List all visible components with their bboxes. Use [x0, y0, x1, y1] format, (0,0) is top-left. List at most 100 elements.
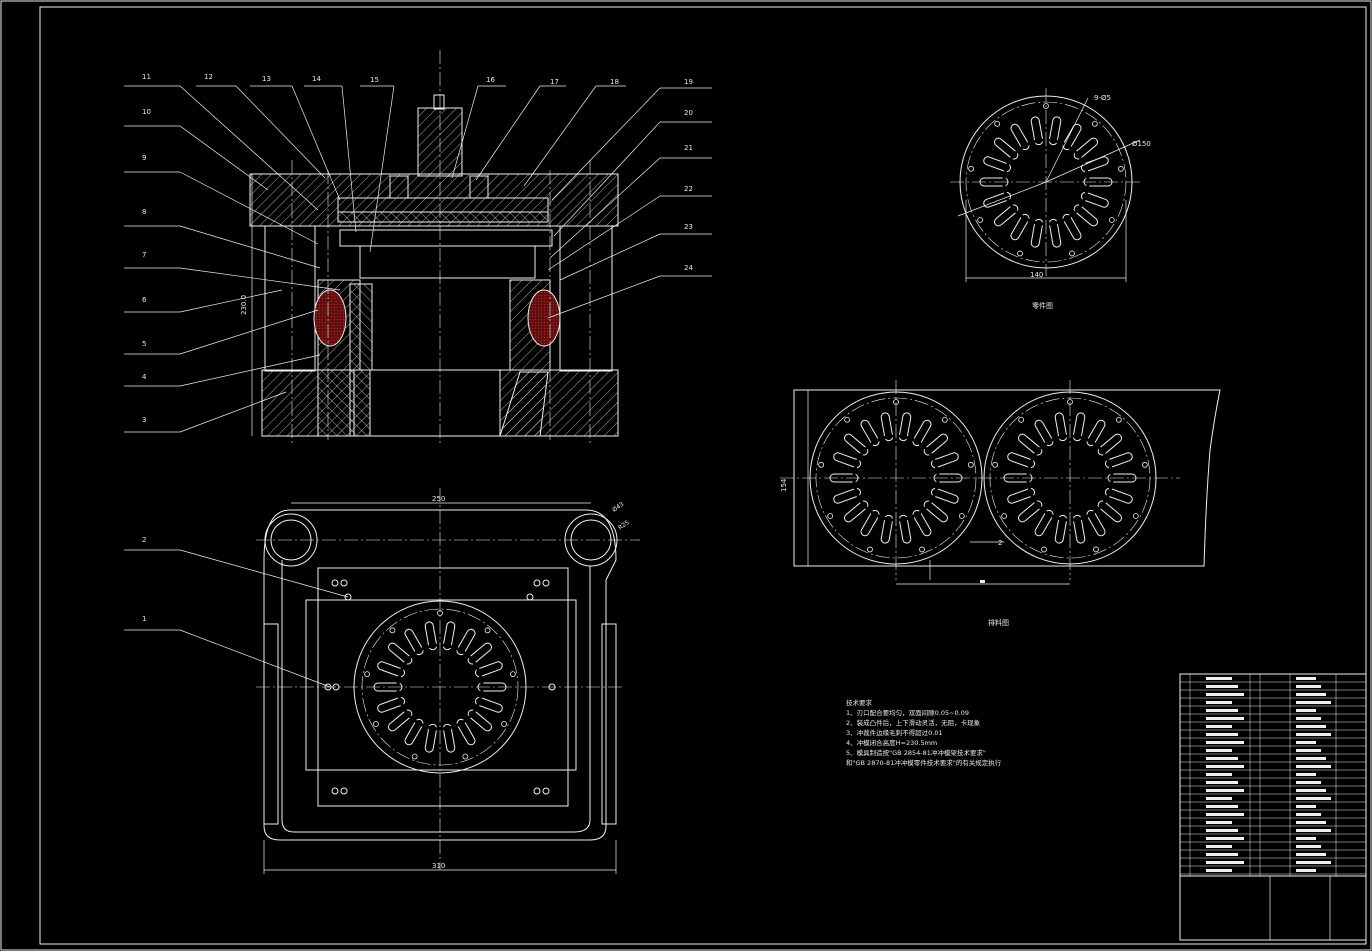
bolt-hole [1018, 416, 1025, 423]
bom-text-block [1206, 717, 1244, 720]
bom-text-block [1296, 677, 1316, 680]
bom-text-block [1296, 725, 1326, 728]
bolt-hole [1115, 416, 1122, 423]
slot-inner [899, 413, 911, 441]
bom-text-block [1296, 853, 1326, 856]
bom-text-block [1206, 861, 1244, 864]
slot-inner [1055, 413, 1067, 441]
slot-inner [1011, 124, 1029, 150]
tech-item: 3、冲裁件边缘毛刺不得超过0.01 [846, 728, 943, 737]
bom-text-block [1206, 805, 1238, 808]
part-number: 20 [684, 109, 693, 117]
part-number: 6 [142, 296, 147, 304]
tech-requirements: 技术要求 1、刃口配合要均匀，双面间隙0.05~0.09 2、装成凸件后，上下滑… [846, 698, 1002, 767]
slot-inner [834, 453, 861, 468]
bolt-hole [1091, 120, 1098, 127]
part-leaders-left [124, 85, 341, 433]
slot-inner [475, 662, 502, 677]
bom-text-block [1296, 845, 1321, 848]
part-number: 24 [684, 264, 693, 272]
bom-text-block [1296, 789, 1326, 792]
part-number: 5 [142, 340, 146, 348]
slot-inner [984, 157, 1011, 172]
caption-strip-layout: 排料图 [988, 618, 1009, 627]
bolt-hole [1069, 250, 1075, 257]
part-number: 11 [142, 73, 151, 81]
part-leaders-top [196, 85, 712, 253]
bom-text-block [1296, 829, 1331, 832]
slot-inner [931, 453, 958, 468]
part-leaders-plan: 2 1 [124, 536, 349, 688]
slot-inner [845, 434, 868, 455]
slot-inner [881, 515, 893, 543]
bolt-hole [509, 671, 516, 678]
bolt-hole [462, 753, 469, 760]
dim-hole-dia: Ø43 [611, 501, 625, 514]
bom-text-block [1296, 861, 1331, 864]
slot-inner [1035, 420, 1053, 446]
slot-inner [995, 205, 1018, 226]
slot-inner [881, 413, 893, 441]
part-number: 12 [204, 73, 213, 81]
dim-strip-width: 154 [780, 478, 788, 492]
bom-text-block [1206, 797, 1232, 800]
slot-inner [1074, 138, 1097, 159]
slot-inner [861, 510, 879, 536]
part-number: 9 [142, 154, 146, 162]
slot-inner [425, 622, 437, 650]
bom-text-block [1296, 757, 1326, 760]
dim-plan-width: 250 [432, 495, 445, 503]
part-number: 2 [142, 536, 146, 544]
bom-text-block [1206, 685, 1238, 688]
slot-inner [1081, 157, 1108, 172]
slot-inner [1074, 205, 1097, 226]
bom-text-block [1296, 741, 1316, 744]
bolt-hole [373, 721, 379, 727]
bom-text-block [1206, 845, 1232, 848]
slot-inner [1008, 453, 1035, 468]
bom-text-block [1296, 749, 1321, 752]
slot-inner [1105, 453, 1132, 468]
bom-text-block [1296, 693, 1326, 696]
bolt-hole [1141, 461, 1148, 468]
slot-inner [1011, 214, 1029, 240]
slot-inner [834, 488, 861, 503]
slot-inner [1049, 219, 1061, 247]
bom-text-block [1296, 765, 1331, 768]
part-number: 13 [262, 75, 271, 83]
bolt-hole [967, 461, 974, 468]
slot-inner [405, 719, 423, 745]
bolt-hole [827, 513, 834, 519]
bom-text-block [1296, 869, 1316, 872]
tech-item: 4、冲模闭合高度H=230.5mm [846, 738, 937, 747]
slot-inner [475, 697, 502, 712]
bolt-hole [1001, 513, 1008, 519]
slot-inner [443, 724, 455, 752]
bom-text-block [1206, 789, 1244, 792]
bom-text-block [1296, 717, 1321, 720]
part-number: 18 [610, 78, 619, 86]
dim-holes: 9-Ø5 [1094, 94, 1111, 102]
bolt-hole [501, 721, 507, 727]
dim-hole-r: R25 [617, 519, 631, 532]
bom-text-block [1206, 741, 1244, 744]
slot-inner [924, 501, 947, 522]
tech-item: 1、刃口配合要均匀，双面间隙0.05~0.09 [846, 708, 969, 717]
slot-inner [378, 662, 405, 677]
slot-inner [405, 629, 423, 655]
bom-text-block [1206, 709, 1238, 712]
part-number: 10 [142, 108, 151, 116]
slot-inner [1035, 510, 1053, 536]
dim-closed-height: 230.0 [240, 295, 248, 315]
bom-text-block [1206, 757, 1238, 760]
bolt-hole [977, 217, 984, 223]
title-block [1179, 673, 1367, 941]
bom-text-block [1296, 821, 1326, 824]
bolt-hole [941, 416, 948, 423]
slot-inner [1019, 501, 1042, 522]
bom-text-block [1296, 773, 1316, 776]
slot-inner [1055, 515, 1067, 543]
bom-text-block [1296, 701, 1331, 704]
part-number: 1 [142, 615, 146, 623]
